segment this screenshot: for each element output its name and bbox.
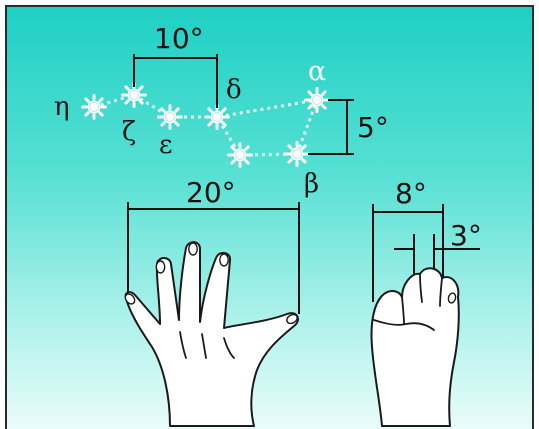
bracket-pointer-height [308,99,354,155]
measure-fist: 8° [395,177,427,210]
star-beta [284,141,310,167]
star-icon [81,94,107,120]
star-icon [227,142,253,168]
fist-icon [370,267,460,427]
bracket-star-gap [133,54,218,108]
diagram-frame: η ζ ε δ α β 10° 5° 20° 8° [5,5,534,429]
label-eta: η [54,92,70,122]
label-epsilon: ε [159,130,172,160]
label-delta: δ [226,75,242,105]
bracket-spread-hand [127,202,300,314]
label-zeta: ζ [122,117,136,147]
star-icon [304,87,330,113]
label-alpha: α [308,56,326,87]
measure-pointer-height: 5° [357,111,389,144]
star-icon [204,104,230,130]
star-alpha [304,87,330,113]
star-eta [81,94,107,120]
measure-star-gap: 10° [154,22,204,55]
measure-finger: 3° [450,219,482,252]
star-delta [204,104,230,130]
star-icon [157,104,183,130]
open-hand-icon [124,241,299,427]
measure-spread-hand: 20° [186,176,236,209]
angular-measure-diagram: η ζ ε δ α β 10° 5° 20° 8° [54,22,482,427]
star-epsilon [157,104,183,130]
star-icon [284,141,310,167]
star-unnamed [227,142,253,168]
label-beta: β [304,169,319,199]
